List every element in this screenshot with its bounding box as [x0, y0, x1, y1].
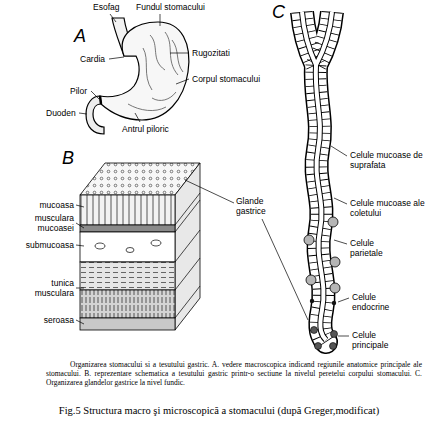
- leader-lines-a: [79, 14, 189, 122]
- cell-label: Celule mucoase de suprafata: [350, 150, 428, 170]
- part-label: Antrul piloric: [122, 124, 169, 134]
- stomach-drawing: [86, 18, 189, 134]
- panel-letter: B: [62, 148, 74, 170]
- layer-label: seroasa: [18, 315, 74, 325]
- leader-lines-c: [331, 146, 349, 336]
- cell-label: Celule endocrine: [352, 292, 404, 312]
- layer-label: submucoasa: [18, 240, 74, 250]
- cell-label: Celule parietale: [350, 238, 400, 258]
- leader-lines-b: [76, 180, 308, 324]
- figure-caption: Fig.5 Structura macro şi microscopică a …: [8, 404, 430, 417]
- part-label: Corpul stomacului: [192, 74, 260, 84]
- layer-label: tunica musculara: [18, 278, 74, 298]
- cell-label: Celule mucoase ale coletului: [350, 198, 428, 218]
- panel-letter: A: [74, 26, 86, 48]
- gastric-gland: [302, 12, 340, 350]
- part-label: Duoden: [46, 108, 76, 118]
- layer-label: musculara mucoasei: [18, 213, 74, 233]
- figure-legend-text: Organizarea stomacului si a tesutului ga…: [46, 360, 422, 387]
- layer-label: mucoasa: [18, 200, 74, 210]
- part-label: Fundul stomacului: [136, 2, 205, 12]
- cell-label: Celule principale: [352, 330, 404, 350]
- panel-letter: C: [272, 2, 285, 24]
- part-label: Rugozitati: [192, 48, 230, 58]
- part-label: Pilor: [70, 86, 87, 96]
- tissue-block: [80, 163, 200, 330]
- part-label: Esofag: [93, 2, 119, 12]
- part-label: Cardia: [80, 54, 105, 64]
- part-label: Glande gastrice: [236, 196, 282, 216]
